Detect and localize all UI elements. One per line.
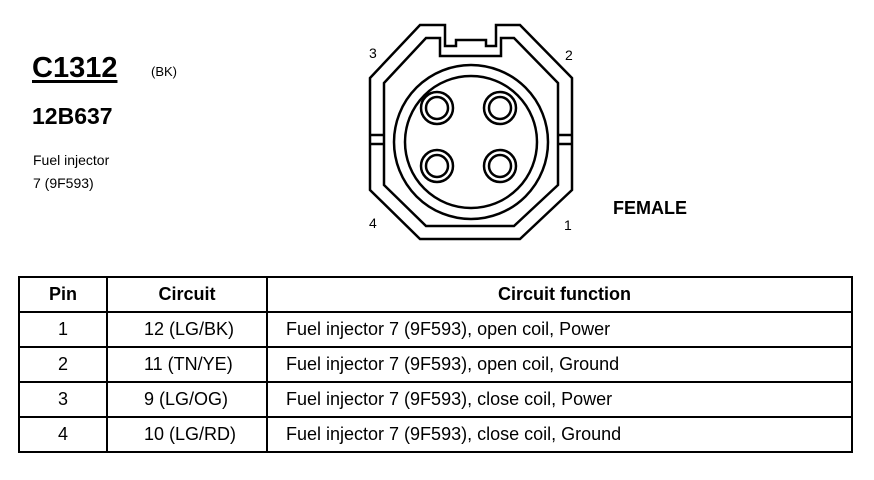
terminal-cavity-4 (419, 148, 455, 184)
pin-label-1: 1 (564, 217, 572, 233)
terminal-cavity-1 (482, 148, 518, 184)
pin-label-2: 2 (565, 47, 573, 63)
cell-circuit: 11 (TN/YE) (106, 346, 268, 383)
cell-pin: 1 (18, 311, 108, 348)
connector-description-line1: Fuel injector (33, 152, 110, 168)
terminal-insert-outer (392, 63, 550, 221)
cell-circuit-function: Fuel injector 7 (9F593), open coil, Powe… (266, 311, 853, 348)
cell-circuit: 10 (LG/RD) (106, 416, 268, 453)
table-row: 1 12 (LG/BK) Fuel injector 7 (9F593), op… (18, 311, 853, 348)
header-pin: Pin (18, 276, 108, 313)
pinout-table: Pin Circuit Circuit function 1 12 (LG/BK… (18, 276, 853, 453)
cell-pin: 2 (18, 346, 108, 383)
table-row: 3 9 (LG/OG) Fuel injector 7 (9F593), clo… (18, 381, 853, 418)
table-row: 4 10 (LG/RD) Fuel injector 7 (9F593), cl… (18, 416, 853, 453)
connector-gender: FEMALE (613, 198, 687, 218)
terminal-cavity-2 (482, 90, 518, 126)
cell-pin: 4 (18, 416, 108, 453)
pin-label-4: 4 (369, 215, 377, 231)
cell-circuit: 9 (LG/OG) (106, 381, 268, 418)
cell-pin: 3 (18, 381, 108, 418)
connector-color: (BK) (151, 64, 177, 79)
header-circuit: Circuit (106, 276, 268, 313)
cell-circuit-function: Fuel injector 7 (9F593), close coil, Pow… (266, 381, 853, 418)
cell-circuit: 12 (LG/BK) (106, 311, 268, 348)
terminal-insert-inner (403, 74, 539, 210)
connector-id: C1312 (32, 52, 118, 84)
header-circuit-function: Circuit function (266, 276, 853, 313)
table-row: 2 11 (TN/YE) Fuel injector 7 (9F593), op… (18, 346, 853, 383)
connector-description-line2: 7 (9F593) (33, 175, 94, 191)
connector-face-diagram (368, 23, 574, 241)
table-header-row: Pin Circuit Circuit function (18, 276, 853, 313)
terminal-cavity-3 (419, 90, 455, 126)
cell-circuit-function: Fuel injector 7 (9F593), close coil, Gro… (266, 416, 853, 453)
cell-circuit-function: Fuel injector 7 (9F593), open coil, Grou… (266, 346, 853, 383)
connector-outer-shell (368, 23, 574, 241)
part-number: 12B637 (32, 103, 113, 129)
pin-label-3: 3 (369, 45, 377, 61)
connector-inner-shell (382, 36, 560, 228)
